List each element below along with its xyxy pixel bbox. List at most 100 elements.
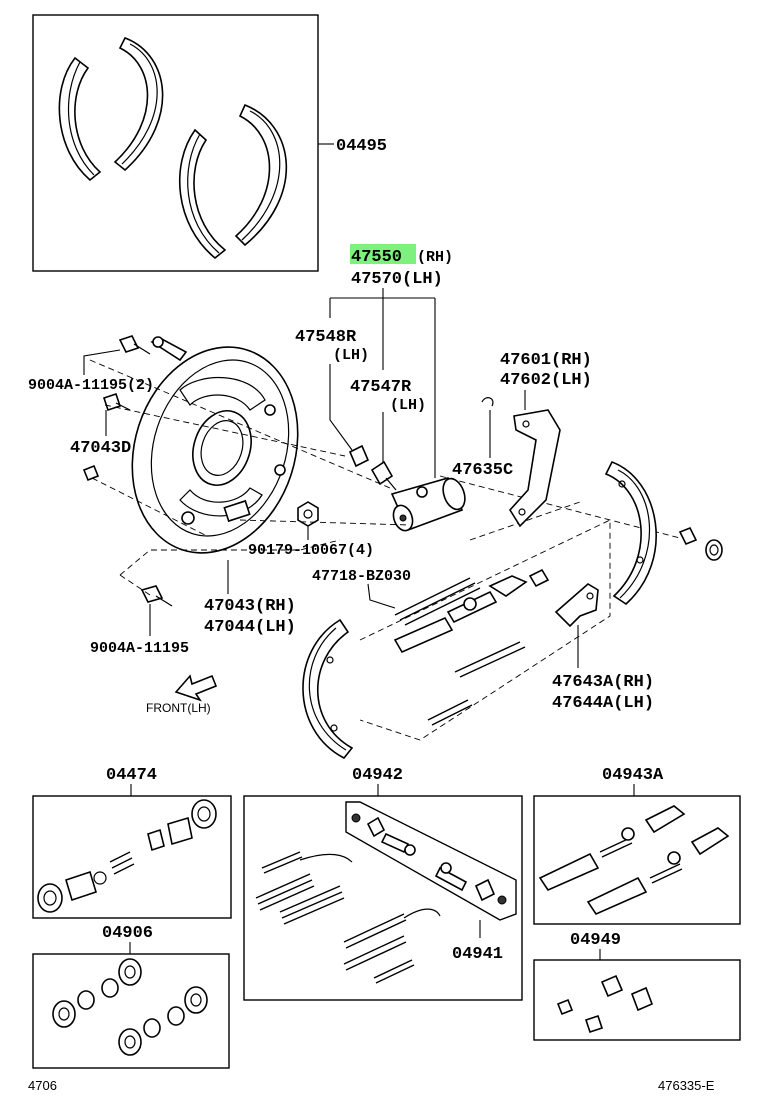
plug-kit-group: 04949 xyxy=(533,931,741,1041)
nut-90179[interactable] xyxy=(297,501,319,527)
bottom-bolt[interactable] xyxy=(140,585,173,607)
adjuster-spring-upper[interactable] xyxy=(394,577,481,626)
adjuster-spring-small[interactable] xyxy=(528,568,550,588)
label-plug: 47043D xyxy=(70,439,131,458)
label-bolt-bottom: 9004A-11195 xyxy=(90,640,189,657)
label-adjuster-rh: 47643A(RH) xyxy=(552,673,654,692)
plug-3[interactable] xyxy=(556,998,574,1016)
top-bolts[interactable] xyxy=(118,335,188,362)
label-lever-lh: 47602(LH) xyxy=(500,371,592,390)
plug-2[interactable] xyxy=(630,986,654,1012)
seal-2[interactable] xyxy=(101,978,119,998)
spring-kit-group: 04942 xyxy=(243,766,523,1001)
adjuster-lever[interactable] xyxy=(554,583,599,628)
bleeder-cap[interactable] xyxy=(348,444,370,468)
plug-4[interactable] xyxy=(584,1014,604,1034)
hold-pin-2[interactable] xyxy=(434,862,468,892)
plug-1[interactable] xyxy=(600,974,624,998)
hold-pin-1[interactable] xyxy=(380,832,416,856)
adjust-screw-2[interactable] xyxy=(649,851,683,884)
label-clip: 47635C xyxy=(452,461,513,480)
right-brake-shoe[interactable] xyxy=(604,460,657,606)
shoe-kit-box xyxy=(32,14,319,272)
return-spring-lower[interactable] xyxy=(454,641,526,678)
adjust-fork-1[interactable] xyxy=(644,805,686,834)
adjust-strut-2[interactable] xyxy=(586,876,648,916)
piston-cup-right[interactable] xyxy=(191,799,217,829)
kit-spring-2[interactable] xyxy=(255,873,315,911)
backing-plate[interactable] xyxy=(106,325,323,574)
cylinder-label-group: 47550 (RH) 47570(LH) xyxy=(329,244,453,478)
seal-4[interactable] xyxy=(52,1000,76,1028)
label-front: FRONT(LH) xyxy=(146,701,211,715)
hold-down-cup[interactable] xyxy=(678,526,723,561)
label-cyl-kit: 04474 xyxy=(106,766,157,785)
label-seal-kit: 04906 xyxy=(102,924,153,943)
cyl-kit-group: 04474 xyxy=(32,766,232,919)
label-bleeder-b: 47547R xyxy=(350,378,412,397)
label-plate-rh: 47043(RH) xyxy=(204,597,296,616)
pin-kit-group: 04941 xyxy=(345,801,517,964)
seal-3[interactable] xyxy=(77,990,95,1010)
boot-right[interactable] xyxy=(147,828,165,852)
kit-spring-4[interactable] xyxy=(279,885,345,925)
pin-cap-2[interactable] xyxy=(497,895,507,905)
adjust-screw-1[interactable] xyxy=(599,827,635,858)
adjuster-screw[interactable] xyxy=(446,590,498,624)
piston-left[interactable] xyxy=(65,870,107,902)
spring-cyl[interactable] xyxy=(109,851,135,875)
clip-47635c[interactable] xyxy=(481,397,494,407)
seal-7[interactable] xyxy=(143,1018,161,1038)
seal-1[interactable] xyxy=(118,958,142,986)
footer-left: 4706 xyxy=(28,1078,57,1093)
label-cylinder-rh-suffix: (RH) xyxy=(417,249,453,266)
adjust-fork-2[interactable] xyxy=(690,827,730,856)
piston-cup-left[interactable] xyxy=(37,883,63,913)
adjust-strut-1[interactable] xyxy=(538,852,600,892)
seal-8[interactable] xyxy=(118,1028,142,1056)
label-adjust-kit: 04943A xyxy=(602,766,664,785)
label-cylinder-lh: 47570(LH) xyxy=(351,270,443,289)
label-nut: 90179-10067(4) xyxy=(248,542,374,559)
adjust-kit-group: 04943A xyxy=(533,766,741,925)
kit-spring-6[interactable] xyxy=(343,935,407,971)
pin-kit-box xyxy=(345,801,517,921)
label-cylinder-rh: 47550 xyxy=(351,248,402,267)
label-shoe-kit: 04495 xyxy=(336,137,387,156)
shoe-kit-group: 04495 xyxy=(32,14,387,272)
brake-shoe-2[interactable] xyxy=(113,36,164,172)
pin-spring-2[interactable] xyxy=(474,878,496,902)
left-brake-shoe[interactable] xyxy=(302,618,354,760)
label-bolt-top: 9004A-11195(2) xyxy=(28,377,154,394)
label-spring: 47718-BZ030 xyxy=(312,568,411,585)
parking-lever[interactable] xyxy=(509,409,561,528)
kit-spring-1[interactable] xyxy=(261,851,303,874)
bleeder-screw[interactable] xyxy=(370,460,397,491)
brake-shoe-4[interactable] xyxy=(234,103,288,247)
return-spring-bottom[interactable] xyxy=(427,699,473,726)
label-lever-rh: 47601(RH) xyxy=(500,351,592,370)
cyl-kit-box xyxy=(32,795,232,919)
assembly-dash-lines xyxy=(89,359,681,741)
kit-spring-7[interactable] xyxy=(373,959,415,984)
seal-kit-box xyxy=(32,953,230,1069)
kit-spring-3[interactable] xyxy=(299,853,353,863)
seal-6[interactable] xyxy=(167,1006,185,1026)
small-plug[interactable] xyxy=(82,464,100,482)
brake-shoe-1[interactable] xyxy=(58,56,102,182)
seal-kit-group: 04906 xyxy=(32,924,230,1069)
highlight-mark xyxy=(350,244,416,264)
wheel-cylinder[interactable] xyxy=(390,476,469,534)
strut[interactable] xyxy=(393,616,454,654)
label-pin-kit: 04941 xyxy=(452,945,503,964)
front-arrow-icon xyxy=(174,674,218,702)
seal-5[interactable] xyxy=(184,986,208,1014)
kit-spring-5[interactable] xyxy=(343,913,407,949)
brake-shoe-3[interactable] xyxy=(178,128,227,260)
label-plug-kit: 04949 xyxy=(570,931,621,950)
adjuster-fork[interactable] xyxy=(488,575,528,597)
pin-spring-1[interactable] xyxy=(366,816,386,838)
piston-right[interactable] xyxy=(167,816,193,846)
pin-cap-1[interactable] xyxy=(351,813,361,823)
